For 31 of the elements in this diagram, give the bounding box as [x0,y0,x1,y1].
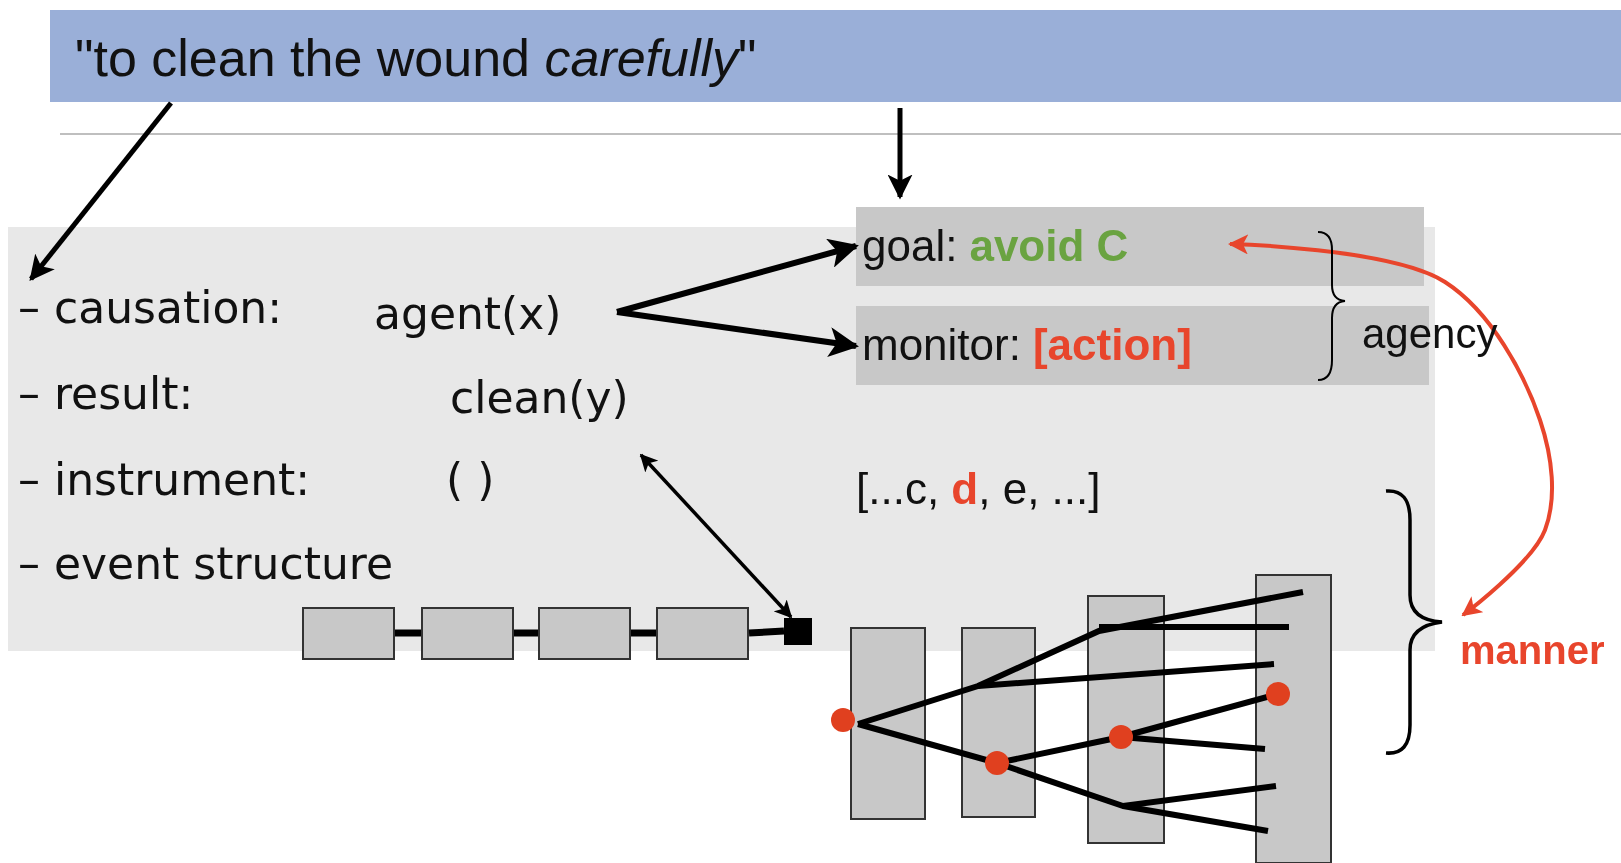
event-box [538,607,631,660]
end-marker [784,618,812,645]
group-label: agency [1362,310,1498,358]
field-label: – instrument: [18,454,311,505]
sequence-text: [...c, d, e, ...] [856,464,1101,514]
field-label: – event structure [18,538,393,589]
formula-text: agent(x) [374,288,562,339]
connector-line [748,627,785,637]
arrow [639,453,793,619]
slot-name: monitor: [862,320,1021,370]
event-box [421,607,514,660]
banner-text: "to clean the wound carefully" [75,28,757,88]
arrow [616,309,859,358]
formula-text: clean(y) [450,372,629,423]
arrow [887,108,913,200]
connector-line [631,629,656,637]
slot-name: goal: [862,221,958,271]
arrow [1228,234,1555,617]
field-label: – causation: [18,282,283,333]
slot-value: [action] [1032,320,1192,370]
slot-box [856,207,1424,286]
slot-value: avoid C [969,221,1129,271]
arrow [29,101,173,281]
category-text: manner [1460,628,1605,673]
formula-text: ( ) [446,454,495,505]
field-label: – result: [18,368,194,419]
event-box [302,607,395,660]
title-banner [50,10,1621,102]
connector-line [514,629,538,637]
connector-line [395,629,421,637]
event-box [656,607,749,660]
